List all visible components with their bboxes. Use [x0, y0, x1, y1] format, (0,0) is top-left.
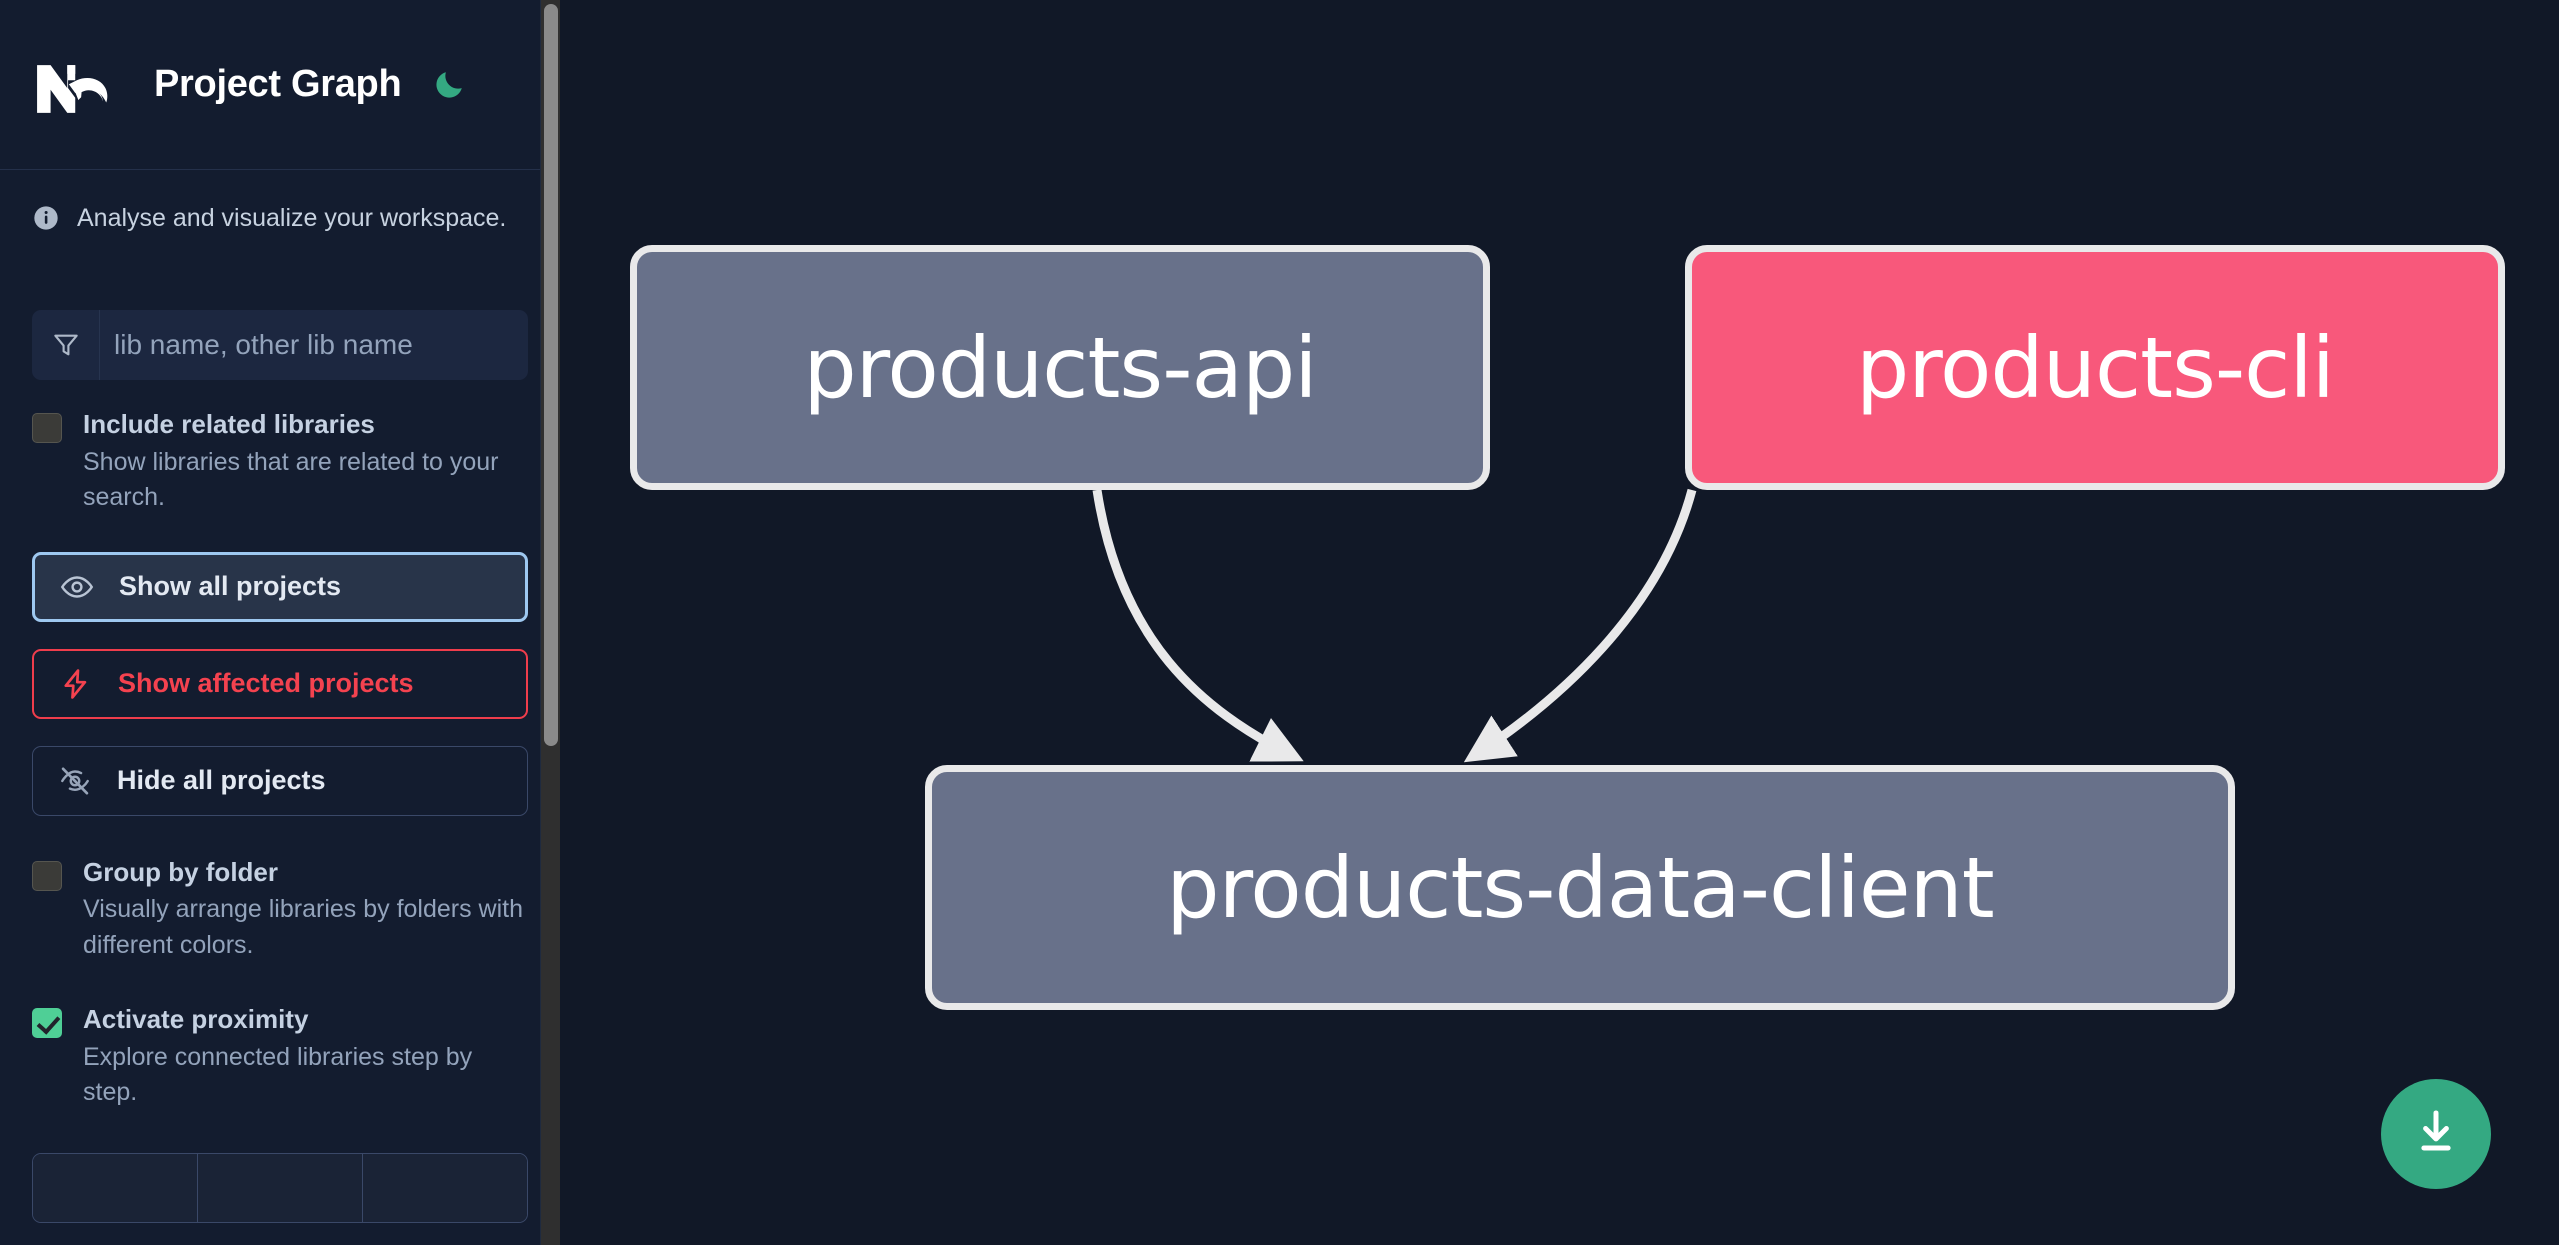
tagline-text: Analyse and visualize your workspace. [77, 203, 507, 232]
show-all-projects-button[interactable]: Show all projects [32, 551, 528, 622]
activate-proximity-label: Activate proximity [83, 1004, 309, 1034]
show-all-projects-label: Show all projects [119, 571, 342, 601]
sidebar-body: Analyse and visualize your workspace. In… [0, 170, 560, 1223]
moon-icon[interactable] [427, 63, 471, 107]
include-related-libraries-label: Include related libraries [83, 409, 375, 439]
edge-products-api-to-products-data-client [1092, 489, 1304, 762]
group-by-folder-checkbox[interactable] [32, 860, 62, 891]
eye-icon [59, 569, 95, 605]
graph-node-label: products-data-client [1166, 838, 1994, 937]
activate-proximity-description: Explore connected libraries step by step… [83, 1042, 473, 1107]
include-related-libraries-row[interactable]: Include related libraries Show libraries… [32, 408, 528, 516]
graph-canvas[interactable]: products-api products-cli products-data-… [560, 0, 2559, 1245]
projects-button-group: Show all projects Show affected projects [32, 551, 528, 816]
download-graph-button[interactable] [2381, 1079, 2491, 1189]
page-title: Project Graph [154, 63, 402, 105]
group-by-folder-label: Group by folder [83, 856, 278, 887]
sidebar-scrollbar-track[interactable] [540, 0, 560, 1245]
segmented-option-2[interactable] [198, 1153, 363, 1222]
hide-all-projects-label: Hide all projects [117, 765, 326, 795]
graph-node-products-api[interactable]: products-api [630, 245, 1490, 490]
graph-edges-layer [1092, 488, 1697, 763]
group-by-folder-description: Visually arrange libraries by folders wi… [83, 895, 524, 959]
graph-node-products-cli[interactable]: products-cli [1685, 245, 2505, 490]
info-circle-icon [32, 204, 60, 232]
hide-all-projects-button[interactable]: Hide all projects [32, 745, 528, 816]
activate-proximity-row[interactable]: Activate proximity Explore connected lib… [32, 1003, 528, 1111]
graph-node-products-data-client[interactable]: products-data-client [925, 765, 2235, 1010]
show-affected-projects-button[interactable]: Show affected projects [32, 648, 528, 719]
funnel-filter-icon [32, 310, 100, 380]
filter-search-box[interactable] [32, 310, 528, 380]
eye-off-icon [57, 763, 93, 799]
activate-proximity-checkbox[interactable] [32, 1008, 62, 1038]
download-icon [2410, 1106, 2462, 1163]
search-input[interactable] [100, 310, 528, 380]
include-related-libraries-checkbox[interactable] [32, 413, 62, 443]
lightning-bolt-icon [58, 666, 94, 702]
group-by-folder-row[interactable]: Group by folder Visually arrange librari… [32, 856, 528, 964]
segmented-option-3[interactable] [363, 1153, 527, 1222]
sidebar-scrollbar-thumb[interactable] [544, 4, 558, 746]
sidebar-header: Project Graph [0, 0, 560, 170]
tagline: Analyse and visualize your workspace. [32, 170, 528, 266]
nx-logo-icon [32, 54, 128, 116]
sidebar: Project Graph Analyse and visualize your… [0, 0, 560, 1245]
show-affected-projects-label: Show affected projects [118, 668, 414, 698]
edge-products-cli-to-products-data-client [1463, 488, 1697, 763]
segmented-option-1[interactable] [33, 1153, 198, 1222]
graph-node-label: products-cli [1855, 318, 2335, 417]
include-related-libraries-description: Show libraries that are related to your … [83, 447, 499, 512]
graph-node-label: products-api [803, 318, 1317, 417]
proximity-step-segmented-control[interactable] [32, 1152, 528, 1223]
